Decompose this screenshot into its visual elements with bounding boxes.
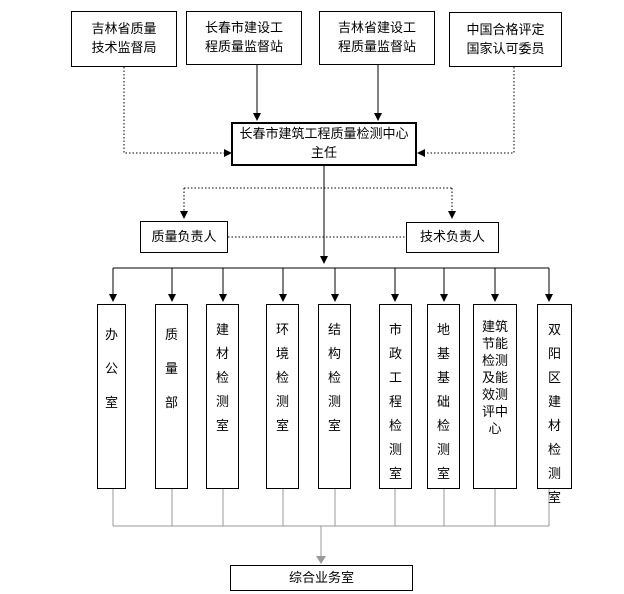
dept-office: 办公室 <box>97 304 126 489</box>
dept-municipal: 市政工程检测室 <box>379 304 412 489</box>
dept-environment-label: 环境检测室 <box>275 323 289 434</box>
agency-cnas: 中国合格评定 国家认可委员 <box>449 12 562 67</box>
dept-quality: 质量部 <box>155 304 188 489</box>
dept-foundation: 地基基础检测室 <box>427 304 460 489</box>
dept-energy-efficiency-label: 建筑节能检测及能效测评中心 <box>481 320 508 437</box>
department-branch-lines <box>109 267 553 302</box>
bottom-arrowhead <box>316 556 326 564</box>
dept-structure-label: 结构检测室 <box>327 323 341 434</box>
general-business-office-box: 综合业务室 <box>230 565 413 591</box>
supervision-dotted-lines <box>123 67 515 157</box>
dept-building-materials: 建材检测室 <box>206 304 239 489</box>
center-director-box: 长春市建筑工程质量检测中心 主任 <box>231 122 417 166</box>
dept-shuangyang: 双阳区建材检测室 <box>537 304 572 506</box>
dept-municipal-label: 市政工程检测室 <box>388 323 402 482</box>
dept-building-materials-label: 建材检测室 <box>215 323 229 434</box>
manager-branch-lines <box>180 187 456 238</box>
dept-energy-efficiency: 建筑节能检测及能效测评中心 <box>473 304 517 489</box>
dept-quality-label: 质量部 <box>164 328 178 411</box>
dept-environment: 环境检测室 <box>266 304 299 489</box>
agency-changchun-supervision-station: 长春市建设工 程质量监督站 <box>186 11 302 65</box>
technical-manager-box: 技术负责人 <box>406 222 499 253</box>
bottom-merge-lines <box>112 489 550 558</box>
dept-foundation-label: 地基基础检测室 <box>436 323 450 482</box>
dept-office-label: 办公室 <box>104 328 118 411</box>
dept-shuangyang-label: 双阳区建材检测室 <box>547 323 561 506</box>
supervision-solid-lines <box>253 65 382 121</box>
agency-jilin-quality-bureau: 吉林省质量 技术监督局 <box>71 11 177 67</box>
agency-jilin-supervision-station: 吉林省建设工 程质量监督站 <box>319 11 435 65</box>
dept-structure: 结构检测室 <box>318 304 351 489</box>
quality-manager-box: 质量负责人 <box>140 221 228 253</box>
